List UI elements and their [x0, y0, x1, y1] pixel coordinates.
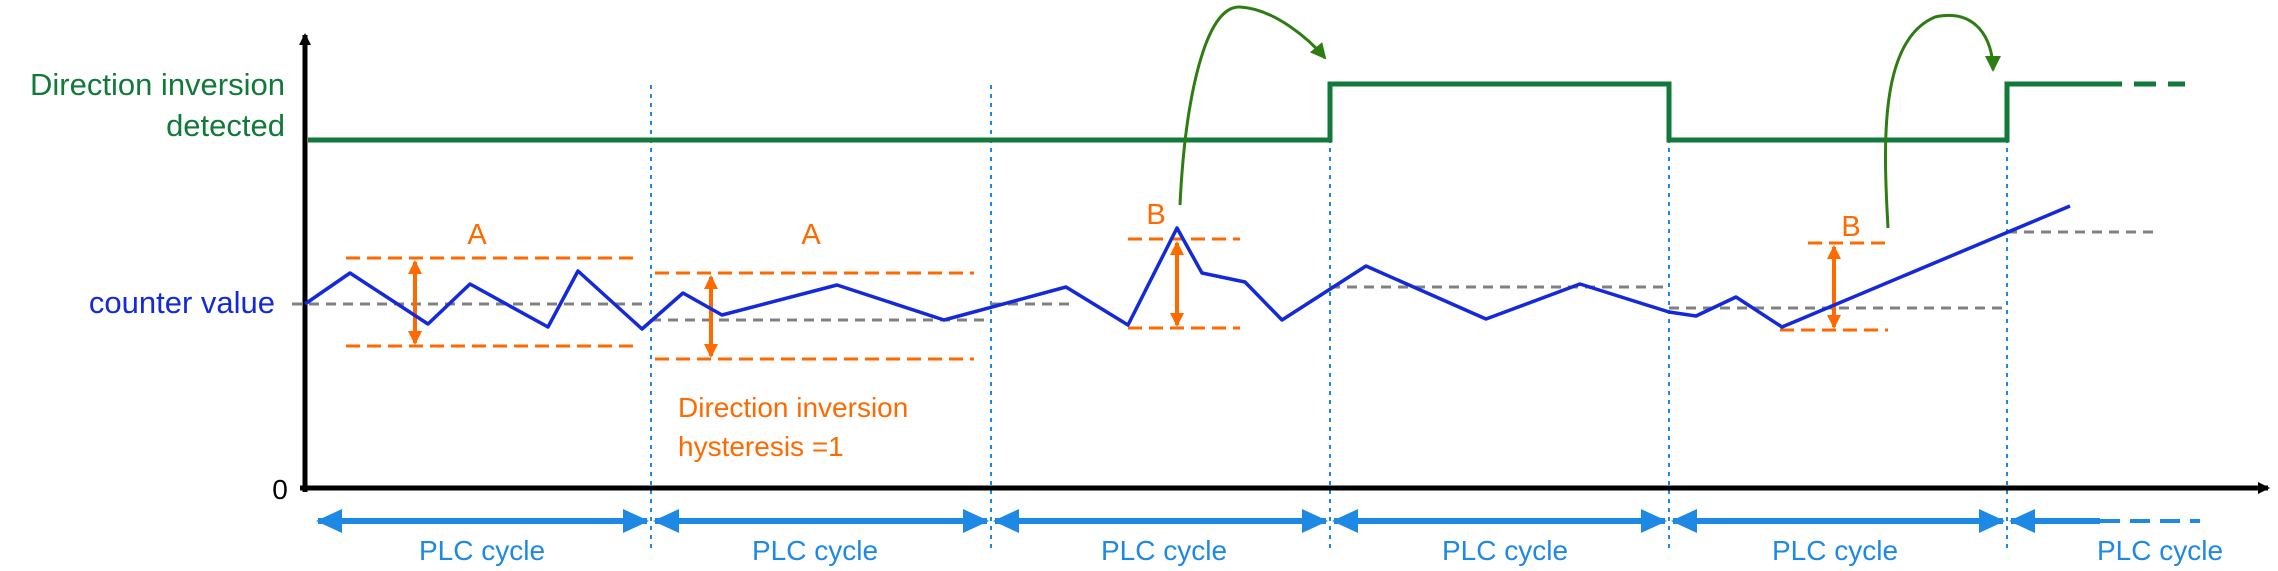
detection-curve-1	[1178, 5, 1327, 206]
hysteresis-bands	[346, 237, 1890, 361]
hysteresis-arrows	[408, 241, 1841, 358]
detected-signal-line	[308, 81, 2100, 143]
plc-cycle-label-1: PLC cycle	[419, 535, 545, 566]
detection-curves	[1178, 5, 2001, 229]
label-b-cycle-5: B	[1841, 211, 1860, 243]
reference-lines	[292, 230, 2160, 322]
detected-signal	[308, 81, 2185, 143]
plc-cycle-label-5: PLC cycle	[1772, 535, 1898, 566]
counter-value-signal	[304, 204, 2071, 331]
label-b-cycle-3: B	[1146, 199, 1165, 231]
detection-curve-2	[1884, 13, 2001, 229]
direction-inversion-detected-label-line1: Direction inversion	[30, 67, 285, 102]
direction-inversion-detected-label-line2: detected	[166, 108, 285, 143]
label-a-cycle-1: A	[467, 219, 487, 251]
axes	[299, 33, 2270, 494]
zero-label: 0	[272, 474, 288, 505]
counter-value-label: counter value	[89, 285, 275, 320]
hysteresis-label-line1: Direction inversion	[678, 392, 908, 423]
plc-cycle-label-3: PLC cycle	[1101, 535, 1227, 566]
plc-cycle-label-2: PLC cycle	[752, 535, 878, 566]
plc-cycle-label-6: PLC cycle	[2097, 535, 2223, 566]
text-labels: Direction inversion detected counter val…	[30, 67, 2223, 566]
label-a-cycle-2: A	[801, 219, 821, 251]
hysteresis-label-line2: hysteresis =1	[678, 431, 844, 462]
plc-cycle-label-4: PLC cycle	[1442, 535, 1568, 566]
